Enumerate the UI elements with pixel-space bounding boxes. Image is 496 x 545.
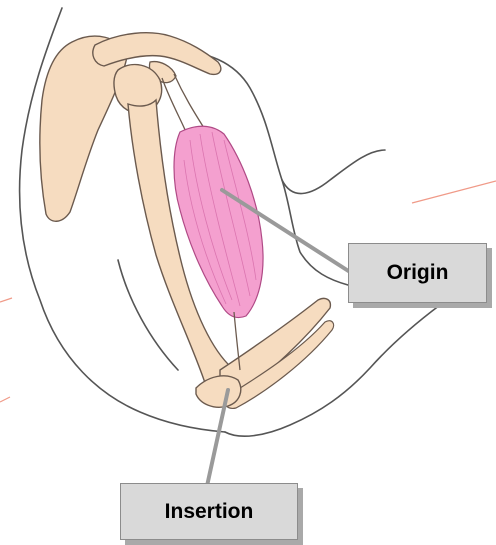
accent-line-left-lower bbox=[0, 397, 10, 402]
accent-line-right bbox=[412, 181, 496, 203]
scapula bbox=[40, 36, 128, 221]
accent-line-left-upper bbox=[0, 298, 12, 302]
origin-label: Origin bbox=[348, 243, 487, 303]
insertion-label: Insertion bbox=[120, 483, 298, 540]
elbow-joint bbox=[196, 376, 241, 407]
